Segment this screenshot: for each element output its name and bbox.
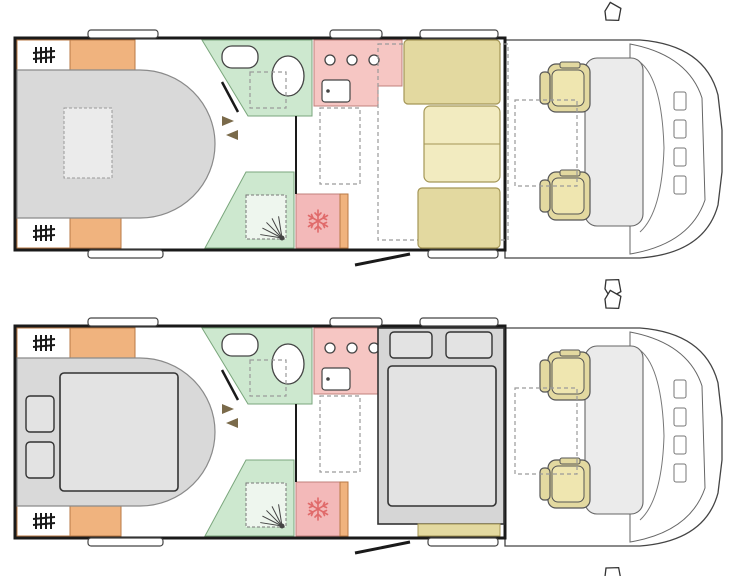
triangle-step-icon [226, 418, 238, 428]
shower-spray [262, 227, 283, 239]
plan-layout-day [13, 1, 723, 299]
bed-hatch-panel [63, 107, 113, 179]
dash-vent [673, 463, 687, 483]
storage-cabinet [319, 395, 361, 473]
island-bed [16, 69, 216, 219]
dinette-bench-top [403, 39, 501, 105]
bench-edge [417, 523, 501, 537]
shower-spray [260, 234, 283, 239]
window [419, 29, 499, 39]
bathroom-door [220, 81, 240, 113]
shower-spray [271, 506, 283, 527]
mirror-icon [601, 563, 625, 576]
shower-spray [278, 216, 283, 239]
mirror-icon [601, 289, 625, 313]
triangle-step-icon [226, 130, 238, 140]
window [329, 317, 383, 327]
triangle-step-icon [222, 404, 234, 414]
storage-box [16, 327, 71, 359]
hob-burner [368, 54, 380, 66]
hob-burner [346, 54, 358, 66]
hob-burner [324, 342, 336, 354]
kitchen-sink [321, 367, 351, 391]
dinette-bench-bottom [417, 187, 501, 249]
sink-drain [326, 377, 330, 381]
toilet [271, 343, 305, 385]
windscreen [584, 345, 644, 515]
storage-box [16, 505, 71, 537]
dash-vent [673, 175, 687, 195]
fridge-side [339, 193, 349, 249]
mirror-icon [601, 1, 625, 25]
mattress [59, 372, 179, 492]
body-outline [13, 324, 507, 540]
pillow [25, 441, 55, 479]
storage-box [16, 39, 71, 71]
pillow [25, 395, 55, 433]
window [87, 29, 159, 39]
washbasin [221, 45, 259, 69]
fridge [295, 193, 341, 249]
entry-door [354, 540, 411, 555]
shower-spray [266, 510, 283, 527]
mattress [387, 365, 497, 507]
storage-cabinet [319, 107, 361, 185]
shower-spray [260, 522, 283, 527]
shower-tray [245, 482, 287, 528]
shower-spray [262, 515, 283, 527]
dash-vent [673, 407, 687, 427]
body-outline [13, 36, 507, 252]
sink-drain [326, 89, 330, 93]
shower-spray [266, 222, 283, 239]
window [419, 317, 499, 327]
window [87, 317, 159, 327]
windscreen [584, 57, 644, 227]
toilet-swing-zone [249, 71, 287, 109]
toilet-swing-zone [249, 359, 287, 397]
plan-layout-night [13, 289, 723, 576]
bathroom-door [220, 369, 240, 401]
triangle-step-icon [222, 116, 234, 126]
dashboard-line [639, 61, 665, 233]
shower-spray [271, 218, 283, 239]
dash-vent [673, 435, 687, 455]
storage-box [16, 217, 71, 249]
window [87, 537, 164, 547]
pillow [445, 331, 493, 359]
window [329, 29, 383, 39]
window [427, 249, 499, 259]
shower-tray [245, 194, 287, 240]
shower-spray [278, 504, 283, 527]
pillow [389, 331, 433, 359]
window [87, 249, 164, 259]
dashboard-line [639, 349, 665, 521]
kitchen-sink [321, 79, 351, 103]
fridge-side [339, 481, 349, 537]
swivel-zone [514, 387, 578, 475]
dash-vent [673, 147, 687, 167]
window [427, 537, 499, 547]
dash-vent [673, 119, 687, 139]
hob-burner [324, 54, 336, 66]
washbasin [221, 333, 259, 357]
toilet [271, 55, 305, 97]
swivel-zone [514, 99, 578, 187]
dash-vent [673, 91, 687, 111]
entry-door [354, 252, 411, 267]
hob-burner [346, 342, 358, 354]
dash-vent [673, 379, 687, 399]
